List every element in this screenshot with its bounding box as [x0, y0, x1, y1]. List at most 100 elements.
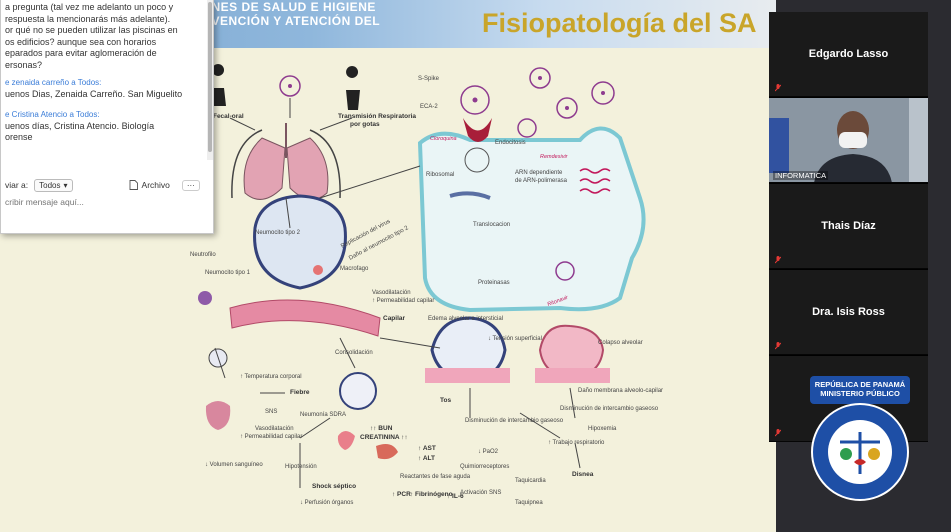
svg-text:↑ ALT: ↑ ALT [418, 455, 435, 462]
chat-message-input[interactable] [5, 196, 211, 208]
svg-text:↓ PaO2: ↓ PaO2 [478, 449, 499, 455]
svg-text:Hipotensión: Hipotensión [285, 464, 317, 470]
chat-line: uenos Dias, Zenaida Carreño. San Migueli… [5, 89, 183, 99]
svg-text:Disminución de intercambio gas: Disminución de intercambio gaseoso [560, 406, 659, 412]
svg-text:Tos: Tos [440, 397, 451, 404]
eca2-receptor [463, 118, 492, 142]
svg-text:↑ IL-6: ↑ IL-6 [447, 493, 464, 500]
svg-text:Neutrofilo: Neutrofilo [190, 252, 216, 258]
svg-text:Daño membrana alveolo-capilar: Daño membrana alveolo-capilar [578, 388, 663, 394]
more-options-button[interactable]: ··· [181, 179, 200, 191]
svg-text:↑ PCR: ↑ PCR [392, 491, 411, 498]
svg-text:↑ Permeabilidad capilar: ↑ Permeabilidad capilar [372, 298, 434, 304]
chat-message: a pregunta (tal vez me adelanto un poco … [5, 2, 205, 71]
svg-text:S-Spike: S-Spike [418, 76, 440, 82]
virus-particles [279, 67, 615, 281]
svg-text:Capilar: Capilar [383, 315, 406, 322]
participant-tile[interactable]: Dra. Isis Ross [769, 270, 928, 355]
svg-text:Taquipnea: Taquipnea [515, 500, 543, 506]
svg-text:Translocacion: Translocacion [473, 222, 510, 228]
chat-message: e Cristina Atencio a Todos: uenos días, … [5, 109, 205, 144]
chat-scrollbar-thumb[interactable] [208, 2, 212, 152]
banner-text: ...NES DE SALUD E HIGIENE ...VENCIÓN Y A… [200, 0, 381, 28]
mic-muted-icon [775, 429, 781, 437]
lungs [243, 137, 286, 200]
participant-video [769, 98, 928, 182]
svg-text:↑ Trabajo respiratorio: ↑ Trabajo respiratorio [548, 440, 605, 446]
svg-text:Endocitosis: Endocitosis [495, 140, 526, 146]
svg-text:Fiebre: Fiebre [290, 389, 310, 396]
participant-tile[interactable]: Thais Díaz [769, 184, 928, 269]
svg-text:CREATININA ↑↑: CREATININA ↑↑ [360, 434, 408, 441]
pathophysiology-diagram: ...ión Fecal-oral Transmisión Respirator… [190, 64, 663, 506]
chat-panel: a pregunta (tal vez me adelanto un poco … [0, 0, 214, 234]
file-icon [129, 180, 138, 190]
svg-text:Cloroquina: Cloroquina [430, 136, 457, 142]
participants-panel: Edgardo Lasso INFORMATICA Thais Díaz Dra… [769, 12, 928, 442]
svg-text:Remdesivir: Remdesivir [540, 154, 569, 160]
chat-sender: e zenaida carreño a Todos: [5, 78, 102, 87]
svg-text:Neumocito tipo 1: Neumocito tipo 1 [205, 270, 251, 276]
participant-name: Edgardo Lasso [808, 48, 889, 60]
svg-text:Shock séptico: Shock séptico [312, 483, 356, 490]
host-cell [417, 126, 646, 313]
chat-line: os edificios? aunque sea con horarios [5, 36, 157, 47]
send-to-value: Todos [39, 180, 61, 190]
send-to-select[interactable]: Todos ▾ [34, 178, 73, 192]
svg-text:↓ Tensión superficial: ↓ Tensión superficial [488, 336, 542, 342]
chat-messages: a pregunta (tal vez me adelanto un poco … [5, 2, 205, 144]
svg-text:SNS: SNS [265, 409, 277, 415]
participant-name: Dra. Isis Ross [812, 306, 885, 318]
chat-line: a pregunta (tal vez me adelanto un poco … [5, 2, 174, 12]
participant-tile-video[interactable]: INFORMATICA [769, 98, 928, 183]
svg-text:Macrofago: Macrofago [340, 266, 369, 272]
mic-muted-icon [775, 342, 781, 350]
institute-seal-icon [811, 403, 909, 501]
svg-text:Transmisión Respiratoria: Transmisión Respiratoria [338, 113, 416, 120]
svg-text:Neumonía SDRA: Neumonía SDRA [300, 412, 346, 418]
alveolus [253, 194, 347, 290]
svg-text:Vasodilatación: Vasodilatación [372, 290, 411, 296]
participant-tile[interactable]: Edgardo Lasso [769, 12, 928, 97]
svg-text:↑ Temperatura corporal: ↑ Temperatura corporal [240, 374, 302, 380]
send-to-label: viar a: [5, 180, 29, 190]
svg-text:Vasodilatación: Vasodilatación [255, 426, 294, 432]
svg-text:ECA-2: ECA-2 [420, 104, 438, 110]
capillary [229, 299, 381, 337]
svg-text:Proteinasas: Proteinasas [478, 280, 510, 286]
logo-line: REPÚBLICA DE PANAMÁ [814, 380, 906, 389]
svg-text:Ribosomal: Ribosomal [426, 172, 454, 178]
coughing-person-icon [346, 66, 360, 110]
participant-name: Thais Díaz [821, 220, 876, 232]
svg-text:↑ Fibrinógeno: ↑ Fibrinógeno [410, 491, 453, 498]
svg-text:Disnea: Disnea [572, 471, 594, 478]
chat-line: uenos días, Cristina Atencio. Biología [5, 120, 155, 131]
chat-line: orense [5, 132, 33, 142]
slide-title: Fisiopatología del SA [482, 8, 757, 38]
presentation-slide: ...NES DE SALUD E HIGIENE ...VENCIÓN Y A… [0, 0, 776, 532]
svg-text:Colapso alveolar: Colapso alveolar [598, 340, 643, 346]
svg-text:Taquicardia: Taquicardia [515, 478, 546, 484]
svg-text:Consolidación: Consolidación [335, 350, 373, 356]
chat-line: eparados para evitar aglomeración de [5, 48, 157, 58]
participant-name: INFORMATICA [773, 171, 829, 180]
svg-text:Activación SNS: Activación SNS [460, 490, 501, 496]
send-to-row: viar a: Todos ▾ Archivo ··· [5, 176, 211, 194]
svg-text:...ión Fecal-oral: ...ión Fecal-oral [196, 113, 244, 120]
mic-muted-icon [775, 84, 781, 92]
svg-text:Quimiorreceptores: Quimiorreceptores [460, 464, 509, 470]
chat-line: respuesta la mencionarás más adelante). [5, 13, 171, 24]
svg-text:↓ Volumen sanguíneo: ↓ Volumen sanguíneo [205, 462, 263, 468]
svg-text:↑ AST: ↑ AST [418, 445, 436, 452]
svg-text:Disminución de intercambio gas: Disminución de intercambio gaseoso [465, 418, 564, 424]
chat-message: e zenaida carreño a Todos: uenos Dias, Z… [5, 77, 205, 101]
logo-line: MINISTERIO PÚBLICO [820, 389, 900, 398]
mic-muted-icon [775, 256, 781, 264]
svg-text:por gotas: por gotas [350, 121, 380, 128]
svg-text:ARN dependiente: ARN dependiente [515, 170, 563, 176]
file-button[interactable]: Archivo [129, 180, 170, 190]
file-button-label: Archivo [141, 180, 170, 190]
svg-text:de ARN-polimerasa: de ARN-polimerasa [515, 178, 568, 184]
svg-text:Replicación del virus: Replicación del virus [340, 219, 391, 250]
svg-text:Edema alveolar e intersticial: Edema alveolar e intersticial [428, 316, 503, 322]
